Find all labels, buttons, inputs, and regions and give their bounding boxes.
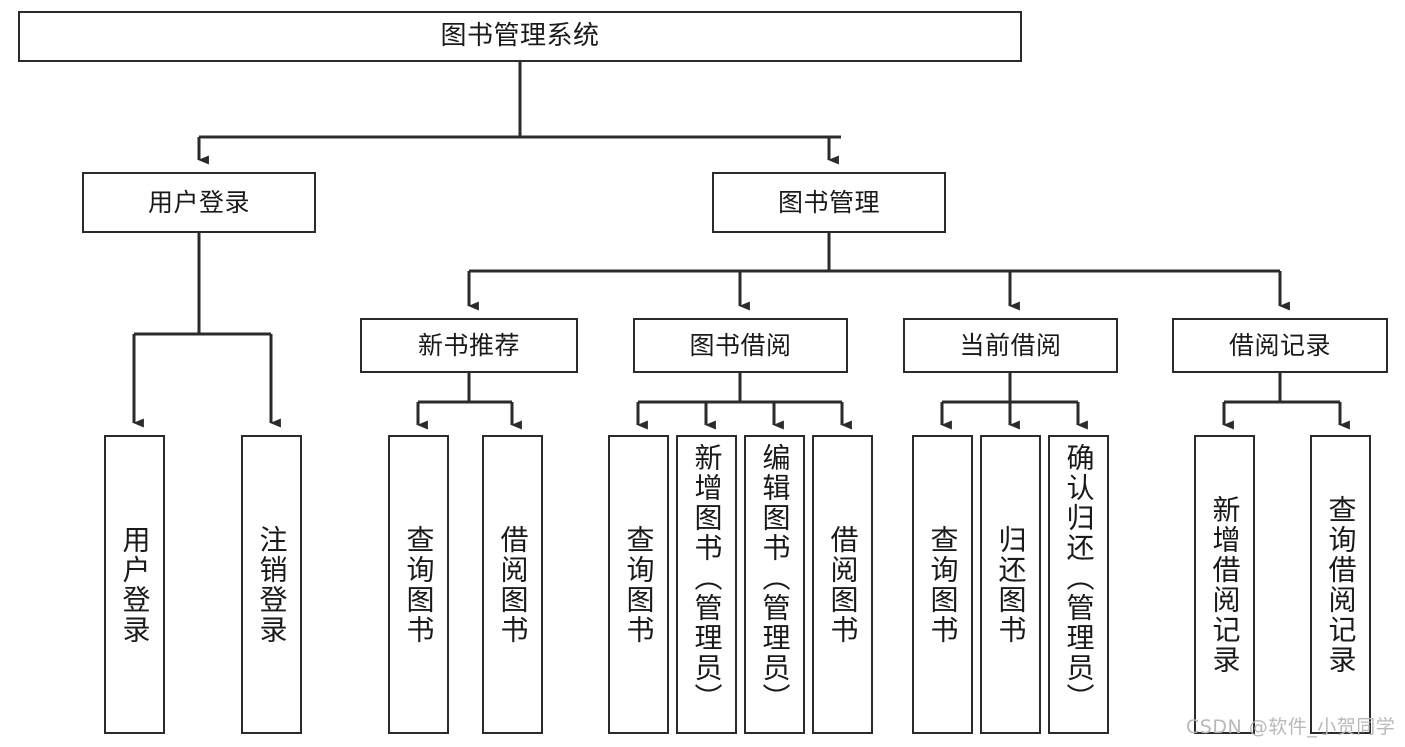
node-leaf-query-record-label: 查询借阅记录 — [1324, 494, 1358, 675]
node-leaf-confirm-return-label: 确认归还（管理员） — [1062, 443, 1096, 713]
node-leaf-logout-login-label: 注销登录 — [255, 524, 289, 645]
node-leaf-add-book[interactable]: 新增图书（管理员） — [676, 435, 737, 734]
node-new-book-recommend[interactable]: 新书推荐 — [360, 318, 578, 373]
node-root-label: 图书管理系统 — [440, 21, 600, 52]
node-borrow-record[interactable]: 借阅记录 — [1172, 318, 1388, 373]
node-book-borrow-label: 图书借阅 — [689, 331, 792, 360]
node-leaf-return-book[interactable]: 归还图书 — [980, 435, 1041, 734]
node-current-borrow-label: 当前借阅 — [959, 331, 1062, 360]
node-leaf-logout-login[interactable]: 注销登录 — [241, 435, 302, 734]
node-current-borrow[interactable]: 当前借阅 — [903, 318, 1118, 373]
node-book-borrow[interactable]: 图书借阅 — [633, 318, 848, 373]
node-root[interactable]: 图书管理系统 — [18, 11, 1022, 62]
node-leaf-borrow-book-2[interactable]: 借阅图书 — [812, 435, 873, 734]
node-leaf-query-book-3[interactable]: 查询图书 — [912, 435, 973, 734]
node-leaf-add-book-label: 新增图书（管理员） — [690, 443, 724, 713]
node-leaf-edit-book-label: 编辑图书（管理员） — [758, 443, 792, 713]
node-leaf-edit-book[interactable]: 编辑图书（管理员） — [744, 435, 805, 734]
node-leaf-add-record[interactable]: 新增借阅记录 — [1194, 435, 1255, 734]
node-leaf-user-login-label: 用户登录 — [118, 524, 152, 645]
node-leaf-add-record-label: 新增借阅记录 — [1208, 494, 1242, 675]
node-book-manage-label: 图书管理 — [777, 188, 880, 217]
node-leaf-query-book-3-label: 查询图书 — [926, 524, 960, 645]
node-leaf-query-book-2-label: 查询图书 — [622, 524, 656, 645]
node-leaf-query-record[interactable]: 查询借阅记录 — [1310, 435, 1371, 734]
node-leaf-query-book-2[interactable]: 查询图书 — [608, 435, 669, 734]
node-leaf-borrow-book-2-label: 借阅图书 — [826, 524, 860, 645]
node-leaf-return-book-label: 归还图书 — [994, 524, 1028, 645]
watermark: CSDN @软件_小贺同学 — [1186, 716, 1396, 738]
node-leaf-query-book-1[interactable]: 查询图书 — [388, 435, 449, 734]
node-user-login[interactable]: 用户登录 — [82, 172, 316, 233]
node-leaf-user-login[interactable]: 用户登录 — [104, 435, 165, 734]
node-leaf-confirm-return[interactable]: 确认归还（管理员） — [1048, 435, 1109, 734]
node-borrow-record-label: 借阅记录 — [1228, 331, 1331, 360]
node-user-login-label: 用户登录 — [147, 188, 250, 217]
node-book-manage[interactable]: 图书管理 — [712, 172, 946, 233]
node-new-book-recommend-label: 新书推荐 — [417, 331, 520, 360]
node-leaf-borrow-book-1-label: 借阅图书 — [496, 524, 530, 645]
node-leaf-query-book-1-label: 查询图书 — [402, 524, 436, 645]
node-leaf-borrow-book-1[interactable]: 借阅图书 — [482, 435, 543, 734]
